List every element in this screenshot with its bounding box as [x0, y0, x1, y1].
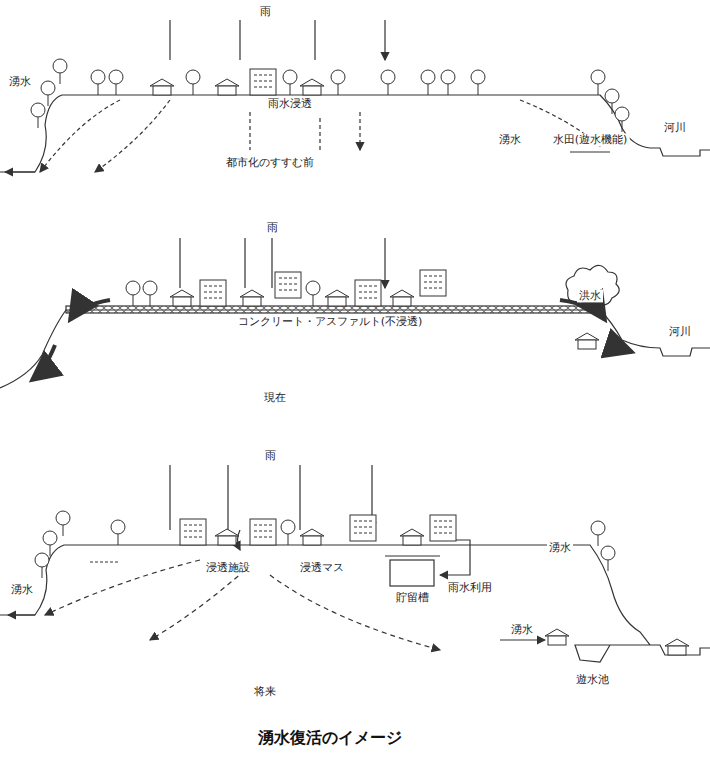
label: 雨 — [258, 5, 273, 18]
caption: 湧水復活のイメージ — [258, 728, 402, 749]
label: 雨水浸透 — [266, 97, 314, 110]
label: 雨水利用 — [446, 581, 494, 594]
label: 浸透施設 — [204, 561, 252, 574]
label: 都市化のすすむ前 — [224, 156, 316, 169]
label: 洪水 — [577, 289, 603, 302]
label: 河川 — [667, 325, 693, 338]
label: 遊水池 — [574, 673, 611, 686]
label: 河川 — [662, 121, 688, 134]
label: コンクリート・アスファルト(不浸透) — [236, 315, 425, 328]
label: 湧水 — [7, 75, 33, 88]
label: 現在 — [262, 391, 288, 404]
label: 雨 — [263, 449, 278, 462]
label: 湧水 — [9, 583, 35, 596]
label: 湧水 — [509, 623, 535, 636]
label: 将来 — [252, 685, 278, 698]
label: 雨 — [265, 221, 280, 234]
label: 湧水 — [497, 133, 523, 146]
label: 湧水 — [547, 541, 573, 554]
label: 貯留槽 — [394, 591, 431, 604]
label: 浸透マス — [298, 561, 346, 574]
label: 水田(遊水機能) — [551, 133, 630, 146]
